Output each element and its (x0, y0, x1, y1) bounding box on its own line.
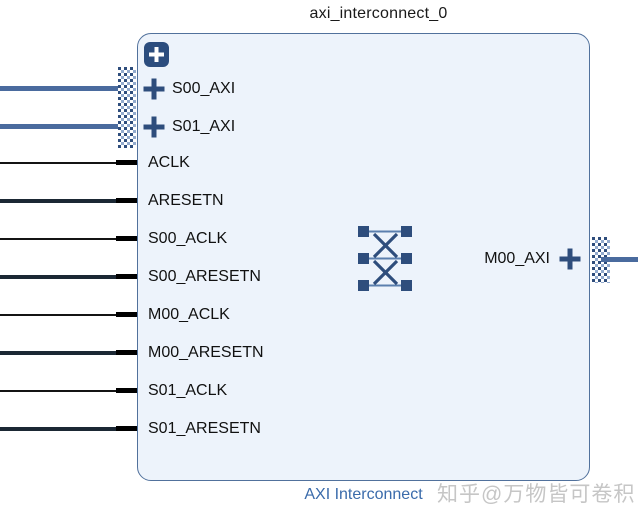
port-s00-axi[interactable]: S00_AXI (172, 80, 236, 97)
crossbar-interconnect-icon (358, 226, 412, 291)
port-aresetn[interactable]: ARESETN (148, 192, 224, 209)
s01-axi-wire[interactable] (0, 124, 118, 129)
s00-aclk-pin-stub[interactable] (116, 236, 137, 241)
aclk-wire[interactable] (0, 162, 118, 164)
m00-aresetn-pin-stub[interactable] (116, 350, 137, 355)
m00-aclk-pin-stub[interactable] (116, 312, 137, 317)
port-m00-aclk[interactable]: M00_ACLK (148, 306, 230, 323)
block-type-label: AXI Interconnect (304, 486, 423, 503)
s01-axi-expand-icon[interactable] (143, 116, 165, 138)
port-s01-aclk[interactable]: S01_ACLK (148, 382, 228, 399)
m00-aclk-wire[interactable] (0, 314, 118, 316)
s01-aresetn-pin-stub[interactable] (116, 426, 137, 431)
m00-aresetn-wire[interactable] (0, 351, 118, 355)
port-s01-aresetn[interactable]: S01_ARESETN (148, 420, 261, 437)
port-m00-aresetn[interactable]: M00_ARESETN (148, 344, 264, 361)
aresetn-wire[interactable] (0, 199, 118, 203)
s01-aclk-wire[interactable] (0, 390, 118, 392)
left-interface-pin-dots[interactable] (118, 67, 136, 148)
port-s00-aresetn[interactable]: S00_ARESETN (148, 268, 261, 285)
watermark: 知乎@万物皆可卷积 (437, 483, 636, 506)
plus-icon (149, 47, 164, 62)
port-m00-axi[interactable]: M00_AXI (484, 250, 550, 267)
s00-aclk-wire[interactable] (0, 238, 118, 240)
s00-aresetn-pin-stub[interactable] (116, 274, 137, 279)
m00-axi-expand-icon[interactable] (559, 248, 581, 270)
aresetn-pin-stub[interactable] (116, 198, 137, 203)
aclk-pin-stub[interactable] (116, 160, 137, 165)
block-expand-button[interactable] (144, 42, 169, 67)
s01-aresetn-wire[interactable] (0, 427, 118, 431)
s00-aresetn-wire[interactable] (0, 275, 118, 279)
s00-axi-wire[interactable] (0, 86, 118, 91)
block-instance-name: axi_interconnect_0 (309, 5, 448, 22)
s00-axi-expand-icon[interactable] (143, 78, 165, 100)
port-aclk[interactable]: ACLK (148, 154, 190, 171)
port-s00-aclk[interactable]: S00_ACLK (148, 230, 228, 247)
port-s01-axi[interactable]: S01_AXI (172, 118, 236, 135)
m00-axi-wire[interactable] (601, 257, 638, 262)
s01-aclk-pin-stub[interactable] (116, 388, 137, 393)
